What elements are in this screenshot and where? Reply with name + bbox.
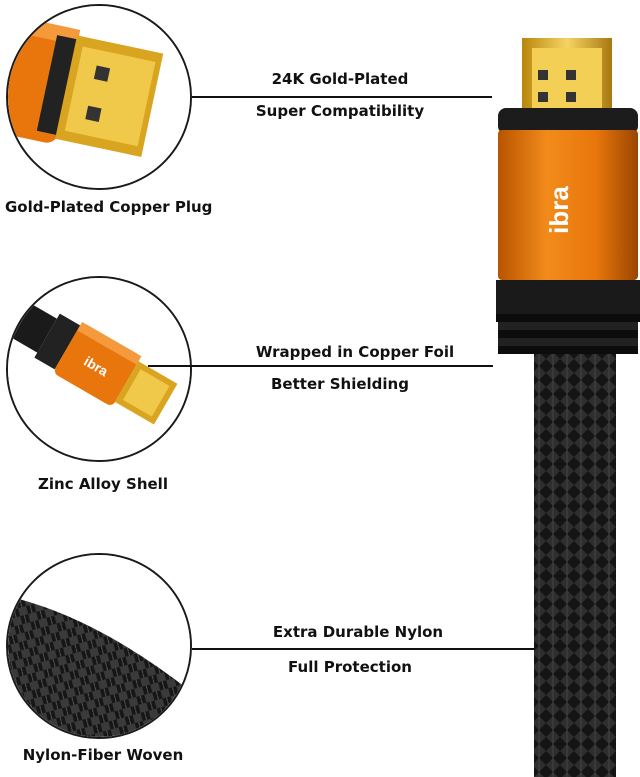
orange-shell	[498, 130, 638, 280]
feature-durable-nylon: Extra Durable Nylon	[272, 623, 444, 641]
cable-detail-image	[6, 553, 192, 739]
caption-plug: Gold-Plated Copper Plug	[5, 198, 213, 216]
feature-copper-foil: Wrapped in Copper Foil	[255, 343, 455, 361]
braided-cable	[534, 354, 616, 777]
caption-shell: Zinc Alloy Shell	[38, 475, 168, 493]
connector-line-1	[192, 96, 492, 98]
plug-detail-image	[6, 4, 192, 190]
connector-line-3	[192, 648, 537, 650]
shell-logo: ibra	[544, 186, 574, 234]
shell-detail-image: ibra	[6, 276, 192, 462]
caption-nylon: Nylon-Fiber Woven	[22, 746, 184, 764]
feature-gold-plated: 24K Gold-Plated	[271, 70, 409, 88]
connector-line-2	[148, 365, 493, 367]
hdmi-cable-product-image: ibra	[490, 30, 640, 777]
feature-protection: Full Protection	[288, 658, 412, 676]
feature-compatibility: Super Compatibility	[255, 102, 425, 120]
zinc-shell-icon: ibra	[8, 278, 190, 460]
feature-shielding: Better Shielding	[271, 375, 409, 393]
gold-plug-icon	[8, 6, 190, 188]
braided-cable-icon	[8, 555, 190, 737]
